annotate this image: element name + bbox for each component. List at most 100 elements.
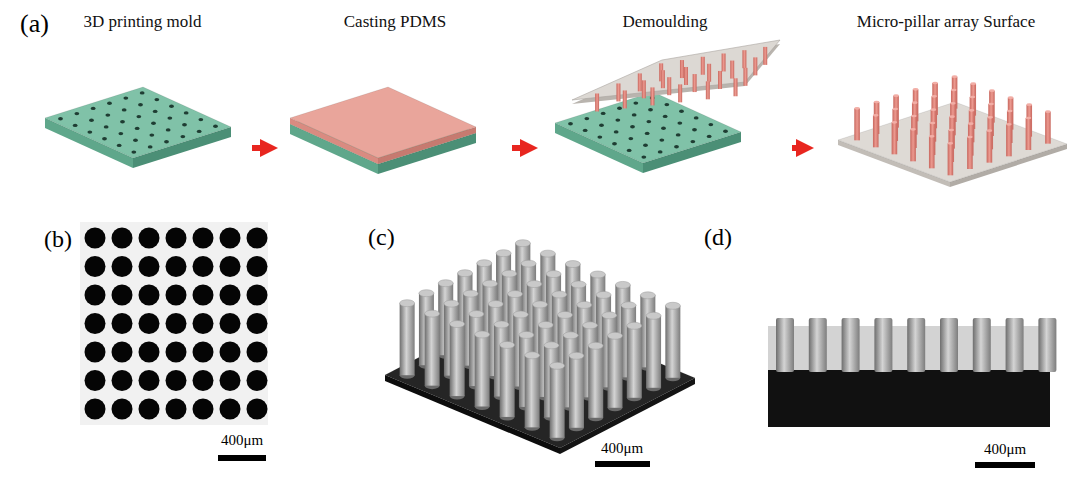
micro-pillar [973, 318, 991, 372]
process-arrow [512, 145, 520, 151]
mold-hole [123, 96, 128, 99]
pillar-top [1026, 117, 1032, 120]
mold-hole [91, 107, 96, 110]
pillar-top [525, 352, 540, 359]
pillar-top [475, 331, 490, 338]
pillar-dot [112, 285, 133, 306]
pillar-dot [112, 370, 133, 391]
mold-hole [676, 133, 681, 136]
micro-pillar [588, 346, 603, 418]
pdms-base-top [838, 102, 1067, 182]
pillar-dot [193, 342, 214, 363]
mold-top [45, 87, 231, 158]
hanging-pillar [661, 70, 665, 88]
hanging-pillar [616, 83, 620, 101]
step-title: Micro-pillar array Surface [816, 12, 1076, 32]
pillar-dot [139, 313, 160, 334]
pillar-top [438, 280, 453, 287]
pillar-dot [85, 285, 106, 306]
pillar-top [590, 271, 605, 278]
mold-hole [105, 113, 110, 116]
panel-label: (a) [20, 10, 49, 39]
pillar-top [502, 270, 517, 277]
mold-hole [118, 132, 123, 135]
mold-hole [182, 123, 187, 126]
pillar-top [640, 292, 655, 299]
hanging-pillar [667, 77, 671, 95]
scale-bar [218, 455, 266, 461]
mold-hole [679, 110, 684, 113]
pillar-top [987, 116, 993, 119]
pillar-top [577, 301, 592, 308]
pillar-top [952, 75, 958, 78]
pillar-top [911, 115, 917, 118]
micro-pillar [1006, 318, 1024, 372]
mold-hole [136, 115, 141, 118]
pillar-dot [166, 256, 187, 277]
step-title: Demoulding [540, 12, 790, 32]
micro-pillar [967, 137, 973, 169]
mold-hole [117, 144, 122, 147]
hanging-pillar [701, 57, 705, 75]
pillar-dot [247, 256, 268, 277]
hanging-pillar [718, 71, 722, 89]
mold-hole [169, 105, 174, 108]
pillar-dot [247, 370, 268, 391]
mold-hole [659, 138, 664, 141]
pdms-sheet [572, 40, 780, 100]
step-title: 3D printing mold [35, 12, 250, 32]
mold-hole [154, 98, 159, 101]
mold-hole [648, 108, 653, 111]
mold-hole [87, 130, 92, 133]
pillar-dot [247, 342, 268, 363]
pillar-dot [193, 313, 214, 334]
pillar-top [515, 240, 530, 247]
mold-hole [628, 137, 633, 140]
pillar-top [893, 94, 899, 97]
pillar-top [948, 142, 954, 145]
mold-hole [690, 140, 695, 143]
mold-hole [601, 112, 606, 115]
micro-pillar [910, 129, 916, 161]
hanging-pillar [595, 93, 599, 111]
pillar-top [425, 310, 440, 317]
mold-hole [120, 120, 125, 123]
hanging-pillar [734, 78, 738, 96]
hanging-pillar [642, 80, 646, 98]
pillar-top [1007, 110, 1013, 113]
pillar-top [527, 281, 542, 288]
pillar-top [1006, 123, 1012, 126]
pillar-top [931, 108, 937, 111]
pillar-dot [166, 342, 187, 363]
mold-hole [630, 125, 635, 128]
micro-pillar [525, 355, 540, 427]
mold-hole [707, 135, 712, 138]
hanging-pillar [678, 84, 682, 102]
pillar-dot [193, 228, 214, 249]
mold-hole [104, 125, 109, 128]
pillar-base-top [385, 305, 695, 448]
scale-label: 400μm [984, 441, 1026, 458]
micro-pillar [425, 314, 440, 386]
micro-pillar [665, 306, 680, 378]
pillar-top [987, 129, 993, 132]
mold-hole [102, 137, 107, 140]
micro-pillar [550, 366, 565, 438]
pillar-top [646, 312, 661, 319]
micro-pillar [892, 122, 898, 154]
micro-pillar [627, 326, 642, 398]
micro-pillar [907, 318, 925, 372]
mold-hole [658, 150, 663, 153]
mold-hole [694, 116, 699, 119]
pillar-top [1045, 110, 1051, 113]
pillar-top [854, 107, 860, 110]
mold-hole [663, 115, 668, 118]
mold-hole [213, 125, 218, 128]
pillar-dot [139, 342, 160, 363]
pillar-top [1026, 103, 1032, 106]
pillar-top [588, 342, 603, 349]
process-step: Demoulding [540, 12, 790, 197]
pillar-top [477, 260, 492, 267]
mold-hole [198, 118, 203, 121]
